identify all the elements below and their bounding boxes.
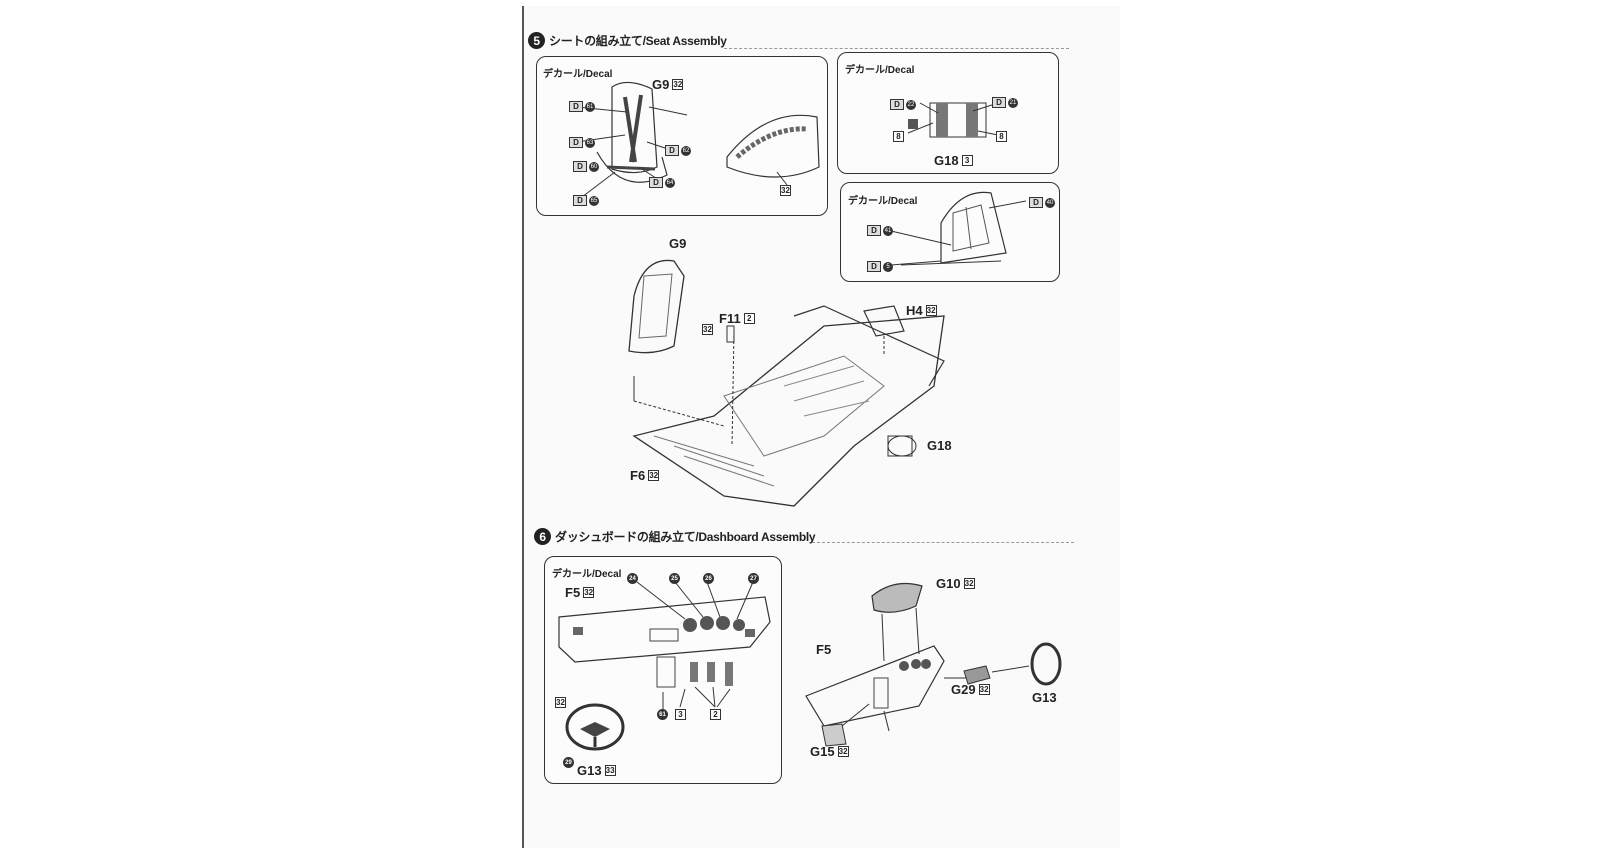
quantity-mark: 32 [925,305,937,316]
quantity-mark: 32 [672,79,684,90]
decal-label: デカール/Decal [848,196,918,207]
quantity-mark: 33 [604,765,616,776]
gauge-decal-27: 27 [748,573,759,584]
part-label-f5: F5 32 [565,585,595,600]
dashboard-drawing [558,581,771,751]
quantity-mark: 32 [702,324,713,335]
number-mark: 8 [893,131,904,142]
instruction-sheet: 5 シートの組み立て/Seat Assembly デカール/Decal G9 3… [522,6,1120,848]
seat-back-drawing [890,191,1027,266]
part-label-g13: G13 [1032,690,1057,705]
number-mark: 8 [996,131,1007,142]
decal-label: デカール/Decal [543,69,613,80]
part-label-g9: G9 32 [652,77,684,92]
floor-assembly-drawing [628,259,945,507]
part-label-g29: G29 32 [951,682,990,697]
decal-label: デカール/Decal [845,65,915,76]
quantity-mark: 32 [555,697,566,708]
quantity-mark: 2 [743,313,755,324]
part-label-g10: G10 32 [936,576,975,591]
number-mark: 3 [675,709,686,720]
part-label-g18: G18 3 [934,153,973,168]
step-6-heading: 6 ダッシュボードの組み立て/Dashboard Assembly [534,528,816,545]
step-5-title: シートの組み立て/Seat Assembly [549,34,727,48]
quantity-mark: 32 [583,587,595,598]
step-6-divider [812,542,1074,543]
g18-drawing [907,102,999,138]
part-label-f11: F11 2 [719,311,755,326]
part-label-g18: G18 [927,438,952,453]
decal-mark-29: 29 [563,757,574,768]
quantity-mark: 32 [963,578,975,589]
step-6-number: 6 [534,528,551,545]
number-mark: 2 [710,709,721,720]
decal-mark-61: 61 [657,709,668,720]
quantity-mark: 32 [837,746,849,757]
decal-label: デカール/Decal [552,569,622,580]
part-label-f5: F5 [816,642,832,657]
dashboard-assembly-drawing [805,583,1062,747]
gauge-decal-25: 25 [669,573,680,584]
step-6-title: ダッシュボードの組み立て/Dashboard Assembly [555,530,816,544]
part-label-h4: H4 32 [906,303,937,318]
part-label-g15: G15 32 [810,744,849,759]
step-5-divider [724,48,1069,49]
gauge-decal-26: 26 [703,573,714,584]
part-label-f6: F6 32 [630,468,660,483]
quantity-mark: 32 [648,470,660,481]
quantity-mark: 32 [780,185,791,196]
dashboard-decal-panel: デカール/Decal F5 32 [544,556,782,784]
quantity-mark: 32 [978,684,990,695]
part-label-g9: G9 [669,236,687,251]
quantity-mark: 3 [961,155,973,166]
step-5-number: 5 [528,32,545,49]
step-5-heading: 5 シートの組み立て/Seat Assembly [528,32,727,49]
part-label-g13: G13 33 [577,763,616,778]
gauge-decal-24: 24 [627,573,638,584]
